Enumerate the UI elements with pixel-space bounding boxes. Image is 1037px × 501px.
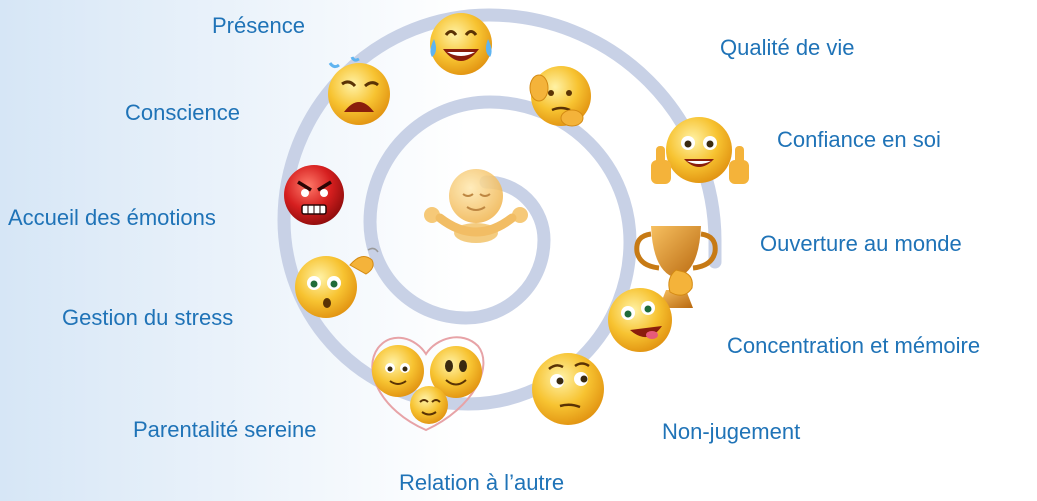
laughing-tears-emoji-icon [430, 13, 492, 75]
label-accueil-des-emotions: Accueil des émotions [8, 205, 216, 230]
winking-tongue-emoji-icon [608, 288, 672, 352]
label-concentration-et-memoire: Concentration et mémoire [727, 333, 981, 358]
skeptical-emoji-icon [532, 353, 604, 425]
label-gestion-du-stress: Gestion du stress [62, 305, 234, 330]
label-conscience: Conscience [125, 100, 240, 125]
label-relation-a-l-autre: Relation à l’autre [399, 470, 565, 495]
trophy-icon [634, 226, 718, 308]
thumbs-up-emoji-icon [651, 117, 749, 184]
family-emojis-icon [371, 336, 485, 432]
label-confiance-en-soi: Confiance en soi [777, 127, 941, 152]
label-presence: Présence [212, 13, 305, 38]
meditating-emoji-icon [424, 169, 528, 243]
label-parentalite-sereine: Parentalité sereine [133, 417, 317, 442]
confused-scratching-emoji-icon [295, 247, 379, 318]
crying-emoji-icon [328, 56, 390, 125]
label-non-jugement: Non-jugement [662, 419, 801, 444]
angry-red-emoji-icon [284, 165, 344, 225]
label-qualite-de-vie: Qualité de vie [720, 35, 855, 60]
label-ouverture-au-monde: Ouverture au monde [760, 231, 962, 256]
worried-hands-emoji-icon [529, 66, 591, 127]
